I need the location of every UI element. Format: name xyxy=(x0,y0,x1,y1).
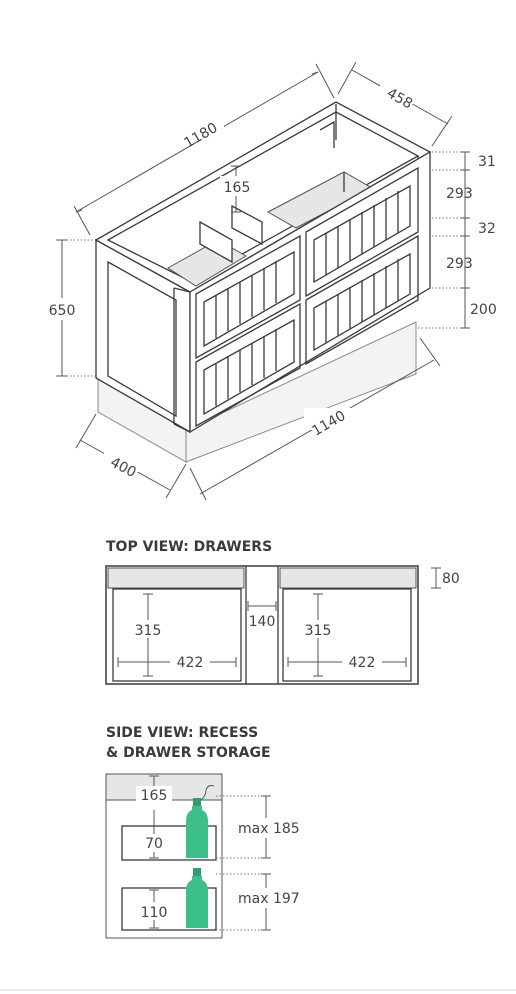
drawer-bottom-right[interactable] xyxy=(305,234,419,366)
dim-inner-recess-label: 165 xyxy=(224,180,251,196)
top-view-back-right xyxy=(279,567,417,589)
front-face xyxy=(189,150,431,434)
top-dim-left-width-label: 422 xyxy=(177,655,204,671)
dim-drawer-gap-label: 32 xyxy=(478,221,496,237)
bottle-bottom-icon xyxy=(186,868,208,928)
left-side-frame xyxy=(107,260,177,418)
top-view-heading: TOP VIEW: DRAWERS xyxy=(106,539,272,555)
side-dim-bottom-storage-label: max 197 xyxy=(238,891,300,907)
top-dim-right-depth-label: 315 xyxy=(305,623,332,639)
side-dim-bottom-drawer-label: 110 xyxy=(141,905,168,921)
inner-divider-right xyxy=(231,204,263,246)
top-dim-back-depth-label: 80 xyxy=(442,571,460,587)
dim-total-height-label: 650 xyxy=(49,303,76,319)
dim-drawer-1-label: 293 xyxy=(446,186,473,202)
dim-drawer-2-label: 293 xyxy=(446,256,473,272)
inner-divider-left xyxy=(199,220,233,264)
top-dim-center-gap-label: 140 xyxy=(249,614,276,630)
top-dim-right-width-label: 422 xyxy=(349,655,376,671)
side-dim-top-storage-label: max 185 xyxy=(238,821,300,837)
dim-top-thickness-label: 31 xyxy=(478,154,496,170)
dim-inner-recess: 165 xyxy=(220,165,254,213)
side-view-heading-line2: & DRAWER STORAGE xyxy=(106,745,271,761)
top-view: TOP VIEW: DRAWERS 80 315 422 140 xyxy=(105,539,460,685)
dim-total-height: 650 xyxy=(42,239,96,377)
side-view-heading-line1: SIDE VIEW: RECESS xyxy=(106,725,258,741)
side-dim-recess-label: 165 xyxy=(141,788,168,804)
bottle-top-icon xyxy=(186,785,215,858)
side-dim-top-drawer-label: 70 xyxy=(145,836,163,852)
dim-plinth-label: 200 xyxy=(470,302,497,318)
drawer-bottom-left[interactable] xyxy=(195,302,301,428)
drawer-top-left[interactable] xyxy=(195,234,301,360)
top-view-back-left xyxy=(107,567,245,589)
top-dim-left-depth-label: 315 xyxy=(135,623,162,639)
dim-right-stack: 31 293 32 293 200 xyxy=(418,151,506,329)
side-view: SIDE VIEW: RECESS & DRAWER STORAGE 165 7… xyxy=(105,725,312,939)
drawer-top-right[interactable] xyxy=(305,166,419,298)
isometric-view: 1180 458 31 293 32 xyxy=(42,61,506,501)
